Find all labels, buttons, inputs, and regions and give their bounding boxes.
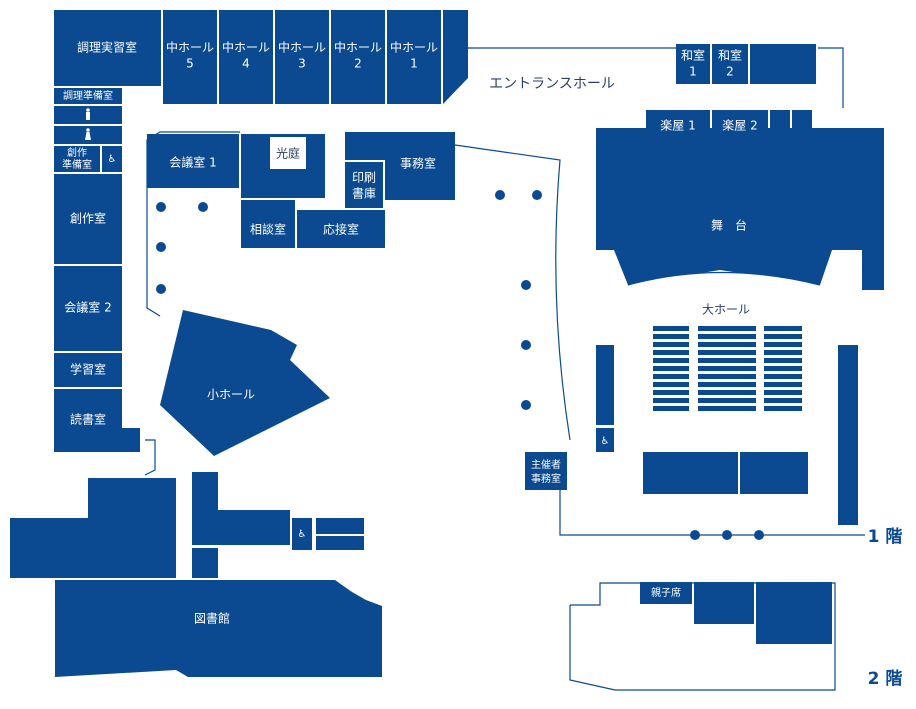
restroom-male-icon <box>86 108 90 120</box>
label-mid-hall-3-b: 3 <box>298 57 306 71</box>
stage[interactable] <box>596 128 884 290</box>
label-mid-hall-3-a: 中ホール <box>278 40 326 55</box>
room-mid-hall-1[interactable] <box>387 10 441 104</box>
label-stage: 舞 台 <box>711 218 747 233</box>
label-office: 事務室 <box>400 156 436 171</box>
room-parent-child[interactable] <box>640 582 692 604</box>
room-meeting-2[interactable] <box>54 266 122 351</box>
label-consult: 相談室 <box>250 222 286 237</box>
room-mid-hall-4[interactable] <box>219 10 273 104</box>
label-reception: 応接室 <box>323 222 359 237</box>
room-office[interactable] <box>345 132 455 200</box>
label-meeting-1: 会議室 1 <box>169 155 216 170</box>
room-small-hall[interactable] <box>160 310 330 456</box>
accessible-icon: ♿ <box>298 529 307 540</box>
label-japanese-2-b: 2 <box>726 65 734 79</box>
room-cooking-prep[interactable] <box>54 88 122 104</box>
label-parent-child: 親子席 <box>651 586 681 599</box>
label-green-1: 楽屋 1 <box>660 119 695 133</box>
label-green-2: 楽屋 2 <box>722 119 757 133</box>
label-mid-hall-1-a: 中ホール <box>390 40 438 55</box>
room-japanese-2[interactable] <box>712 44 748 84</box>
seating <box>653 326 802 411</box>
label-mid-hall-1-b: 1 <box>410 57 418 71</box>
room-japanese-1[interactable] <box>676 44 710 84</box>
label-mid-hall-2-a: 中ホール <box>334 40 382 55</box>
label-creative-prep-b: 準備室 <box>62 158 92 171</box>
label-japanese-2-a: 和室 <box>718 48 742 63</box>
label-print-a: 印刷 <box>352 171 376 185</box>
room-reading[interactable] <box>54 389 140 452</box>
label-meeting-2: 会議室 2 <box>64 300 111 315</box>
restroom-hall-female[interactable] <box>740 452 808 494</box>
restroom-library-female[interactable] <box>316 536 364 550</box>
room-japanese-annex <box>750 44 816 84</box>
label-reading: 読書室 <box>70 412 106 427</box>
floor-label-1f: 1 階 <box>868 527 903 547</box>
label-mid-hall-5-b: 5 <box>186 57 194 71</box>
label-mid-hall-2-b: 2 <box>354 57 362 71</box>
hall-side-right-top <box>862 250 884 290</box>
label-creative-prep-a: 創作 <box>67 147 87 159</box>
restroom-green-f[interactable] <box>792 110 812 142</box>
label-cooking: 調理実習室 <box>77 40 137 55</box>
floor-label-2f: 2 階 <box>868 669 903 689</box>
label-courtyard: 光庭 <box>276 146 300 161</box>
label-entrance-hall: エントランスホール <box>489 76 615 92</box>
restroom-hall-male[interactable] <box>643 452 738 494</box>
restroom-accessible-1[interactable] <box>102 146 122 172</box>
room-mid-hall-storage <box>443 10 468 104</box>
label-japanese-1-a: 和室 <box>681 48 705 63</box>
label-library: 図書館 <box>194 611 230 626</box>
label-main-hall: 大ホール <box>702 303 750 317</box>
label-cooking-prep: 調理準備室 <box>63 89 113 102</box>
restroom-accessible-hall[interactable] <box>596 428 614 452</box>
room-print[interactable] <box>345 162 383 208</box>
room-library[interactable] <box>55 580 382 677</box>
hall-side-right <box>838 345 858 525</box>
label-mid-hall-4-b: 4 <box>242 57 250 71</box>
room-cooking[interactable] <box>54 10 161 86</box>
room-study[interactable] <box>54 353 122 387</box>
room-reception[interactable] <box>297 210 385 248</box>
second-floor: 親子席 <box>569 582 836 691</box>
room-creative-prep[interactable] <box>54 146 100 172</box>
room-green-2[interactable] <box>712 110 768 142</box>
room-library-east <box>10 478 176 578</box>
room-mid-hall-2[interactable] <box>331 10 385 104</box>
label-organizer-b: 事務室 <box>531 472 561 485</box>
accessible-icon: ♿ <box>601 436 610 447</box>
room-organizer[interactable] <box>525 452 567 490</box>
room-consult[interactable] <box>241 200 295 248</box>
columns <box>156 190 764 540</box>
room-library-core <box>192 472 290 545</box>
room-mid-hall-5[interactable] <box>163 10 217 104</box>
room-meeting-1[interactable] <box>147 134 239 188</box>
label-print-b: 書庫 <box>352 187 376 201</box>
label-mid-hall-5-a: 中ホール <box>166 40 214 55</box>
room-creative[interactable] <box>54 174 122 264</box>
label-small-hall: 小ホール <box>207 388 255 402</box>
label-organizer-a: 主催者 <box>531 458 561 471</box>
label-japanese-1-b: 1 <box>689 65 697 79</box>
hall-side-left <box>596 345 614 425</box>
room-library-side <box>192 548 218 578</box>
label-mid-hall-4-a: 中ホール <box>222 40 270 55</box>
restroom-green-m[interactable] <box>770 110 790 142</box>
label-study: 学習室 <box>70 362 106 377</box>
restroom-library-accessible[interactable] <box>292 518 312 550</box>
room-2f-east <box>756 582 832 644</box>
accessible-icon: ♿ <box>108 154 117 165</box>
courtyard <box>270 137 306 169</box>
room-green-1[interactable] <box>646 110 710 142</box>
room-mid-hall-3[interactable] <box>275 10 329 104</box>
label-creative: 創作室 <box>70 211 106 226</box>
restroom-female-icon <box>85 128 91 140</box>
restroom-library-male[interactable] <box>316 518 364 534</box>
room-2f-mid <box>694 582 754 624</box>
